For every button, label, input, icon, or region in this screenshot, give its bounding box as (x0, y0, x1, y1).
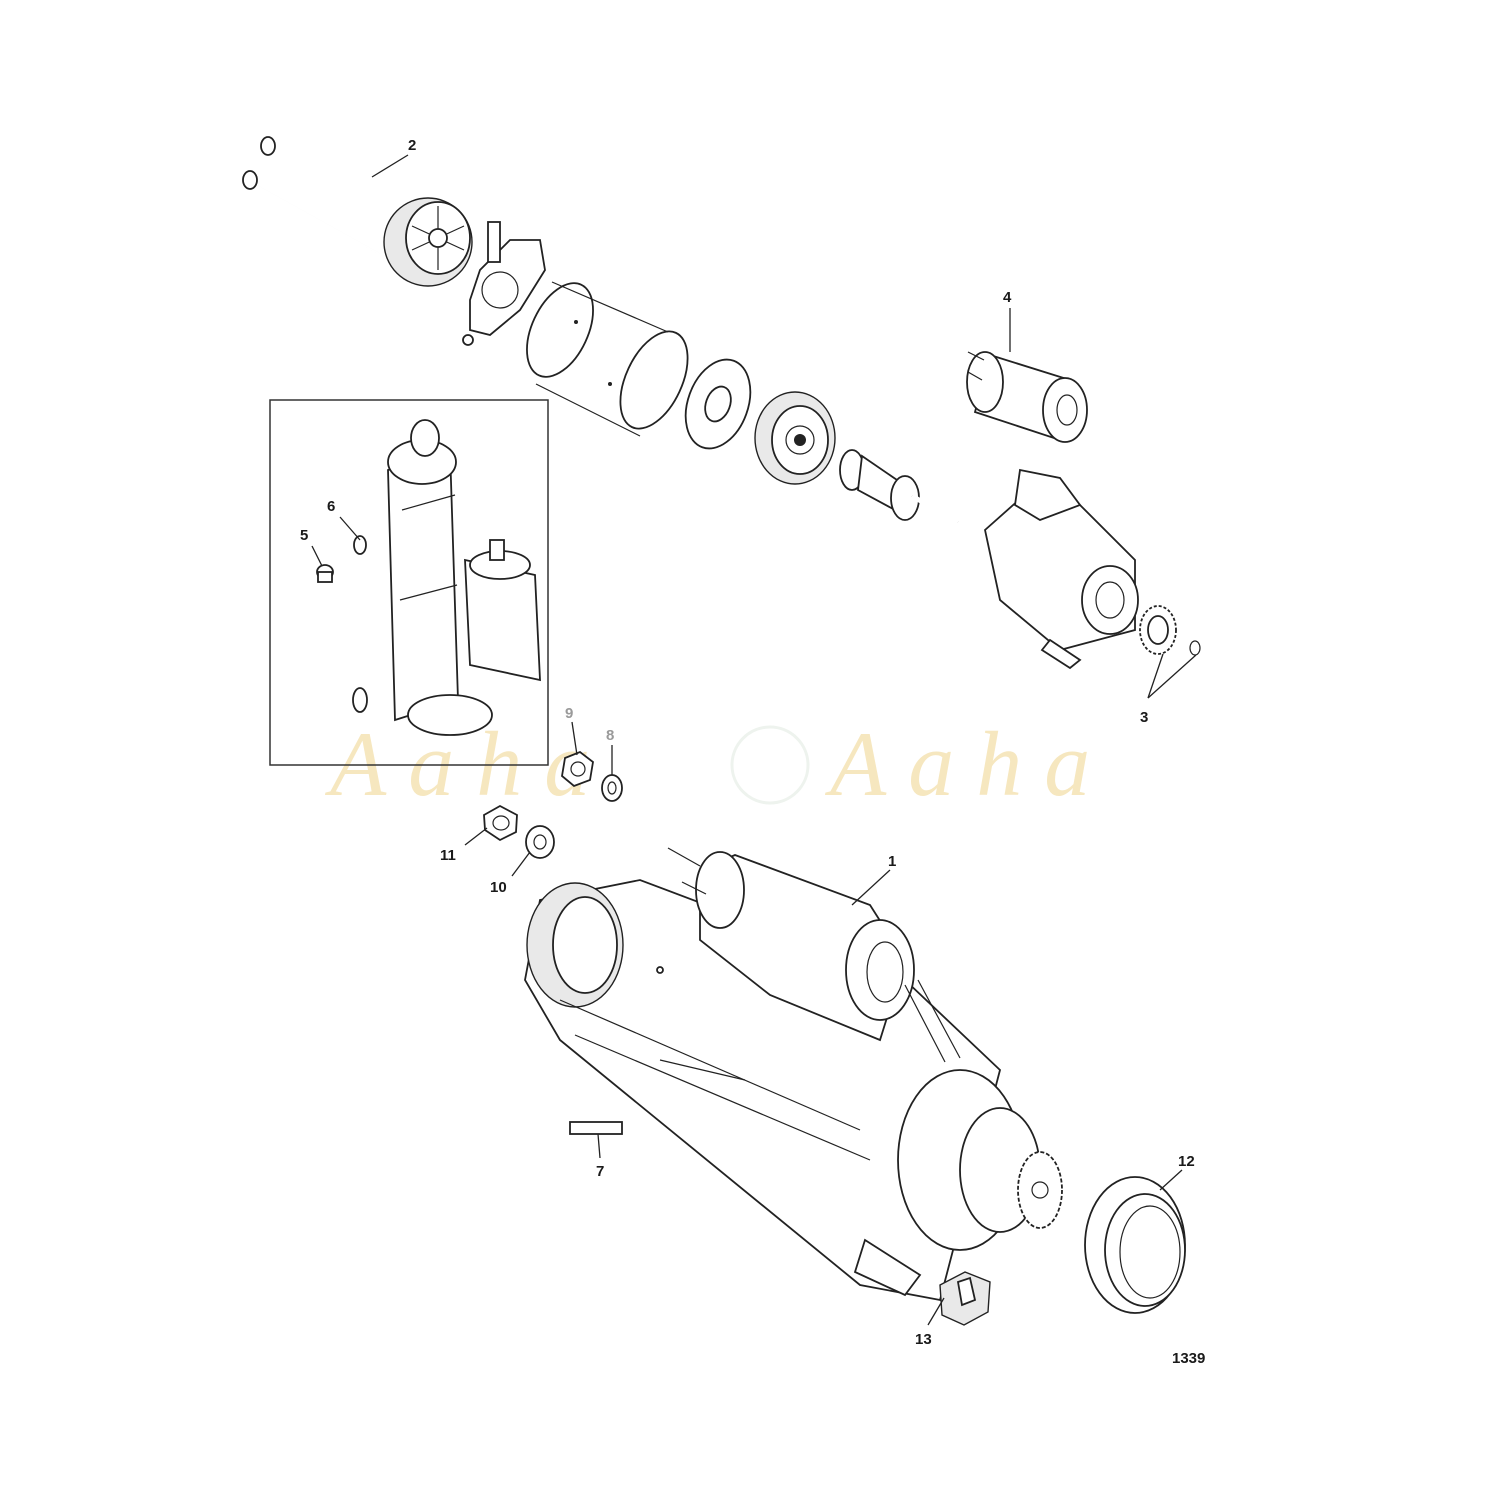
callout-1: 1 (888, 853, 896, 870)
callout-12: 12 (1178, 1153, 1195, 1170)
part-brush-plate (462, 221, 546, 346)
part-pinion-and-clip (1139, 605, 1201, 656)
part-thrust-washer (684, 358, 752, 450)
part-clip-13 (939, 1271, 991, 1326)
leader-lines (311, 154, 1197, 1326)
watermark-text-right: Aaha (824, 713, 1112, 815)
part-drive-shaft (839, 449, 960, 525)
callout-11: 11 (440, 847, 456, 864)
watermark-globe-icon (730, 725, 810, 805)
part-through-bolts (242, 136, 395, 263)
figure-number: 1339 (1172, 1350, 1205, 1367)
inset-frame (269, 399, 549, 766)
callout-13: 13 (915, 1331, 932, 1348)
callout-4: 4 (1003, 289, 1012, 306)
part-ring-12 (1084, 1176, 1186, 1314)
part-end-cap (383, 197, 473, 287)
inset-assembled-view (269, 399, 549, 766)
part-label-7 (569, 1121, 623, 1135)
part-washer-8 (601, 774, 623, 802)
callout-6: 6 (327, 498, 335, 515)
callout-8: 8 (606, 727, 614, 744)
part-solenoid (966, 351, 1088, 443)
part-nut-9 (561, 750, 594, 788)
callout-3: 3 (1140, 709, 1148, 726)
callout-2: 2 (408, 137, 416, 154)
callout-9: 9 (565, 705, 573, 722)
callout-5: 5 (300, 527, 308, 544)
part-washer-10 (525, 825, 555, 859)
callout-labels: 2 4 3 5 6 9 8 11 10 1 7 12 13 1339 (300, 137, 1205, 1367)
callout-10: 10 (490, 879, 507, 896)
part-starter-assembly (524, 847, 1063, 1302)
part-drive-housing (984, 468, 1139, 670)
callout-7: 7 (596, 1163, 604, 1180)
part-field-housing (526, 281, 689, 442)
part-planetary-gear (754, 391, 836, 485)
